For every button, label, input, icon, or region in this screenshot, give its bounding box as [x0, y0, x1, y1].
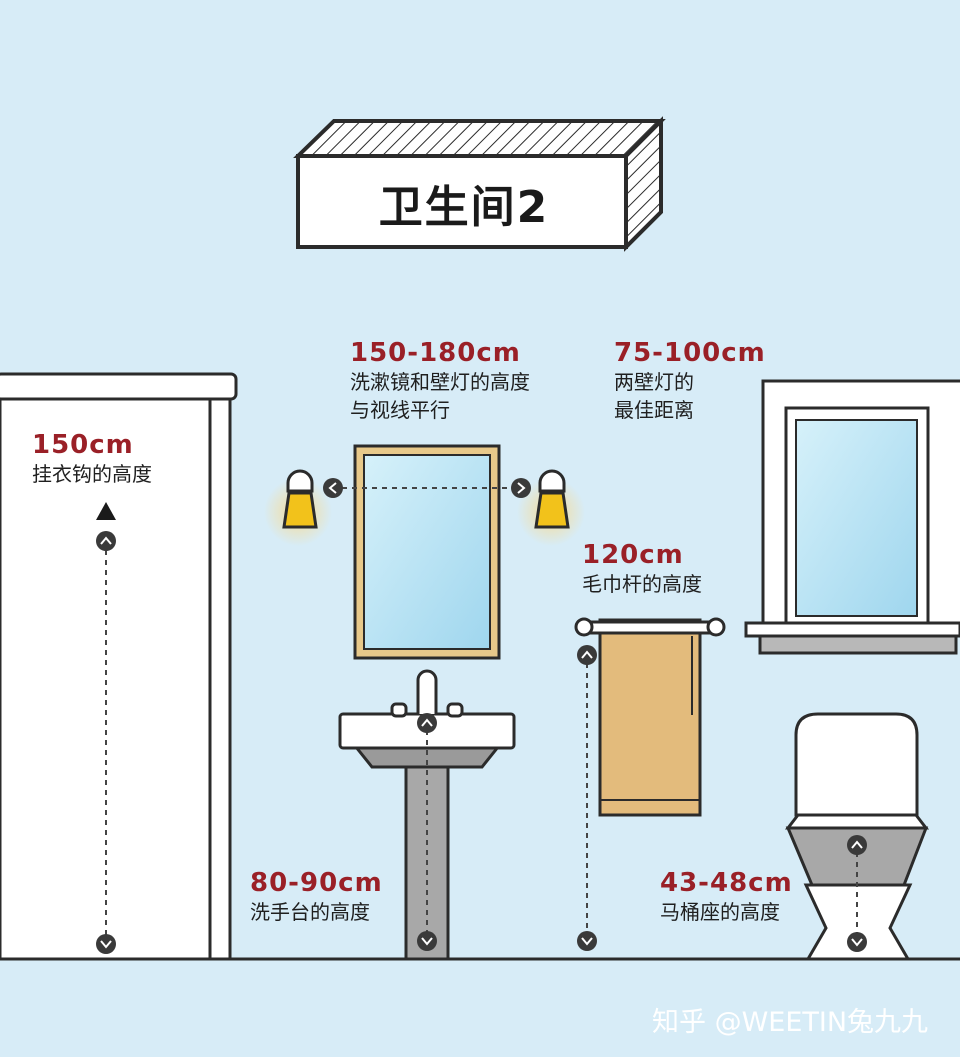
hook-height-desc: 挂衣钩的高度: [32, 462, 152, 486]
mirror-label: 150-180cm 洗漱镜和壁灯的高度 与视线平行: [350, 338, 530, 424]
basin-height-desc: 洗手台的高度: [250, 900, 370, 924]
towel-height-desc: 毛巾杆的高度: [582, 572, 702, 596]
page-title: 卫生间2: [378, 182, 550, 233]
toilet-height-measure: [847, 835, 867, 952]
wall-lamp-right-icon: [517, 469, 585, 546]
mirror: [353, 444, 501, 660]
lamps-label: 75-100cm 两壁灯的 最佳距离: [614, 338, 766, 424]
basin-label: 80-90cm 洗手台的高度: [250, 868, 383, 926]
title-sign: [293, 116, 666, 252]
towel-height-measure: [577, 645, 597, 951]
floor-area: [0, 959, 960, 1057]
towel-bar: [574, 617, 726, 817]
hook-marker-icon: [96, 502, 116, 520]
towel-label: 120cm 毛巾杆的高度: [582, 540, 702, 598]
hook-height-value: 150cm: [32, 430, 134, 460]
door: [0, 372, 238, 961]
lamps-distance-value: 75-100cm: [614, 338, 766, 368]
lamps-distance-desc-1: 两壁灯的: [614, 370, 694, 394]
toilet-height-desc: 马桶座的高度: [660, 900, 780, 924]
toilet-height-value: 43-48cm: [660, 868, 793, 898]
basin-height-value: 80-90cm: [250, 868, 383, 898]
watermark: 知乎 @WEETIN兔九九: [652, 1007, 929, 1038]
lamps-distance-desc-2: 最佳距离: [614, 398, 694, 422]
hook-height-measure: [96, 502, 116, 954]
toilet-label: 43-48cm 马桶座的高度: [660, 868, 793, 926]
basin-height-measure: [417, 713, 437, 951]
towel-height-value: 120cm: [582, 540, 684, 570]
hook-label: 150cm 挂衣钩的高度: [32, 430, 152, 488]
lamp-distance-measure: [323, 478, 531, 498]
wall-lamp-left-icon: [264, 469, 332, 546]
mirror-height-desc-2: 与视线平行: [350, 398, 450, 422]
mirror-height-value: 150-180cm: [350, 338, 521, 368]
mirror-height-desc-1: 洗漱镜和壁灯的高度: [350, 370, 530, 394]
window: [744, 379, 960, 655]
